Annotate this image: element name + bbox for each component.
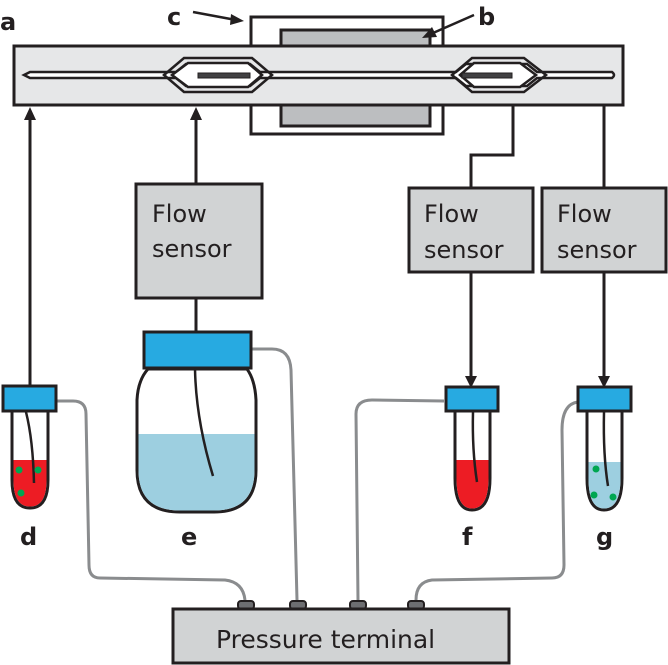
arrow-up-d-icon: [24, 107, 36, 120]
label-b: b: [478, 3, 495, 31]
flow-sensor-label-line2: sensor: [152, 235, 232, 263]
particle: [592, 465, 600, 473]
arrow-c-line: [192, 10, 237, 22]
flow-sensor-box: [407, 186, 535, 274]
dip-tube: [193, 368, 215, 477]
vial-d: [1, 384, 58, 510]
arrow-c-head: [230, 14, 244, 25]
particle: [34, 466, 42, 474]
pressure-terminal-label: Pressure terminal: [216, 625, 435, 654]
arrow-down-g-icon: [598, 376, 610, 388]
connection-lines: [24, 105, 610, 388]
flow-sensor-g: Flow sensor: [540, 186, 668, 274]
particle: [609, 493, 617, 501]
label-g: g: [596, 523, 613, 551]
arrow-b-line: [432, 13, 475, 35]
particle: [15, 466, 23, 474]
pressure-tubing: [56, 347, 579, 601]
microfluidic-chip: [12, 44, 625, 107]
separator-right-divider: [461, 72, 513, 79]
dip-tube: [602, 411, 610, 487]
flow-sensor-label-line1: Flow: [557, 200, 612, 228]
arrow-down-f-icon: [465, 376, 477, 388]
line-chip-to-sensor-f: [469, 105, 515, 188]
blue-liquid: [138, 434, 255, 511]
particle: [17, 489, 25, 497]
pressure-terminal-box: [171, 607, 511, 665]
separator-right-outer: [450, 56, 549, 94]
flow-sensor-label-line1: Flow: [424, 200, 479, 228]
separator-left-divider: [197, 72, 251, 79]
flow-sensor-box: [134, 182, 264, 300]
tube-g: [414, 400, 579, 601]
pressure-terminal: Pressure terminal: [171, 600, 511, 665]
dip-tube: [24, 411, 36, 484]
flow-sensor-label-line1: Flow: [152, 200, 207, 228]
arrow-up-e-icon: [190, 107, 202, 120]
tube-e: [252, 347, 299, 601]
particle: [590, 491, 598, 499]
label-d: d: [20, 523, 37, 551]
reservoir-e: [135, 330, 258, 514]
vial-cap: [444, 385, 500, 413]
label-c: c: [167, 3, 181, 31]
flow-sensor-e: Flow sensor: [134, 182, 264, 300]
arrow-b-head: [422, 27, 437, 38]
separator-left-outer: [162, 56, 274, 94]
vial-f: [444, 385, 500, 512]
flow-sensor-label-line2: sensor: [424, 236, 504, 264]
tube-f: [354, 398, 445, 601]
label-e: e: [181, 523, 197, 551]
flow-sensor-box: [540, 186, 668, 274]
vial-g: [576, 385, 633, 512]
flow-sensor-f: Flow sensor: [407, 186, 535, 274]
flow-sensor-label-line2: sensor: [557, 236, 637, 264]
label-a: a: [0, 8, 16, 36]
reservoir-cap: [142, 330, 253, 370]
label-arrows: [192, 10, 475, 38]
vial-cap: [576, 385, 633, 413]
vial-cap: [1, 384, 58, 413]
red-liquid: [456, 460, 489, 509]
dip-tube: [471, 411, 479, 483]
label-f: f: [462, 523, 473, 551]
tube-d: [56, 399, 247, 601]
